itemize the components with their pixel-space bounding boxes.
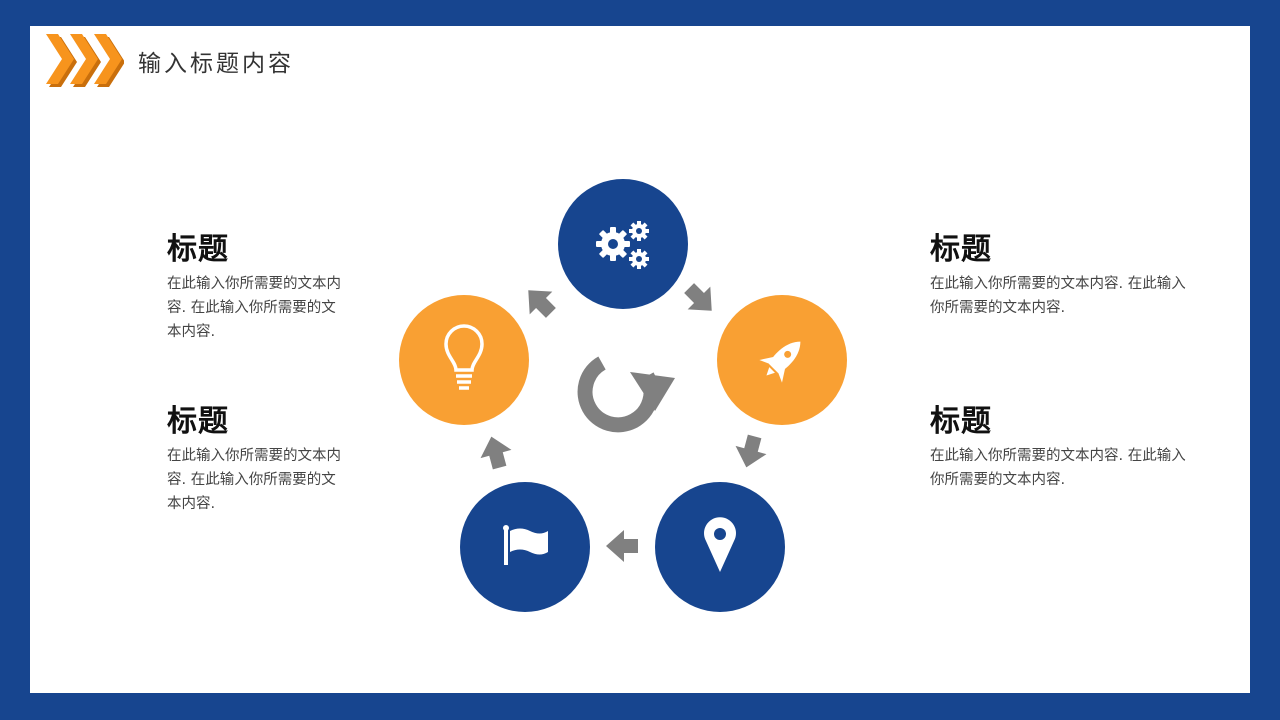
block-text: 在此输入你所需要的文本内容. 在此输入你所需要的文本内容. bbox=[930, 448, 1186, 488]
cycle-node-gears bbox=[558, 179, 688, 309]
page-title: 输入标题内容 bbox=[138, 51, 294, 77]
cycle-node-rocket bbox=[717, 295, 847, 425]
refresh-cycle-icon bbox=[577, 356, 675, 433]
cycle-node-location bbox=[655, 482, 785, 612]
flow-arrow-icon bbox=[480, 436, 512, 470]
block-title: 标题 bbox=[930, 232, 992, 267]
text-block-right-1: 标题 在此输入你所需要的文本内容. 在此输入你所需要的文本内容. bbox=[930, 232, 1190, 320]
text-block-left-1: 标题 在此输入你所需要的文本内容. 在此输入你所需要的文本内容. bbox=[167, 232, 387, 344]
chevron-arrows-icon bbox=[46, 34, 124, 87]
block-title: 标题 bbox=[167, 404, 229, 439]
flow-arrow-icon bbox=[606, 530, 638, 562]
cycle-node-bulb bbox=[399, 295, 529, 425]
text-block-left-2: 标题 在此输入你所需要的文本内容. 在此输入你所需要的文本内容. bbox=[167, 404, 387, 516]
block-text: 在此输入你所需要的文本内容. 在此输入你所需要的文本内容. bbox=[167, 448, 341, 512]
flow-arrow-icon bbox=[735, 434, 767, 468]
location-pin-icon bbox=[703, 517, 736, 572]
block-text: 在此输入你所需要的文本内容. 在此输入你所需要的文本内容. bbox=[167, 276, 341, 340]
lightbulb-icon bbox=[444, 324, 484, 390]
text-block-right-2: 标题 在此输入你所需要的文本内容. 在此输入你所需要的文本内容. bbox=[930, 404, 1190, 492]
cycle-node-flag bbox=[460, 482, 590, 612]
block-text: 在此输入你所需要的文本内容. 在此输入你所需要的文本内容. bbox=[930, 276, 1186, 316]
cycle-diagram bbox=[399, 179, 847, 612]
flow-arrow-icon bbox=[684, 283, 712, 311]
flow-arrow-icon bbox=[528, 290, 556, 318]
block-title: 标题 bbox=[167, 232, 229, 267]
block-title: 标题 bbox=[930, 404, 992, 439]
rocket-icon bbox=[759, 341, 801, 383]
slide-canvas: 输入标题内容 标题 在此输入你所需要的文本内容. 在此输入你所需要的文本内容. … bbox=[30, 26, 1250, 693]
gears-icon bbox=[596, 221, 649, 269]
flag-icon bbox=[503, 525, 548, 565]
